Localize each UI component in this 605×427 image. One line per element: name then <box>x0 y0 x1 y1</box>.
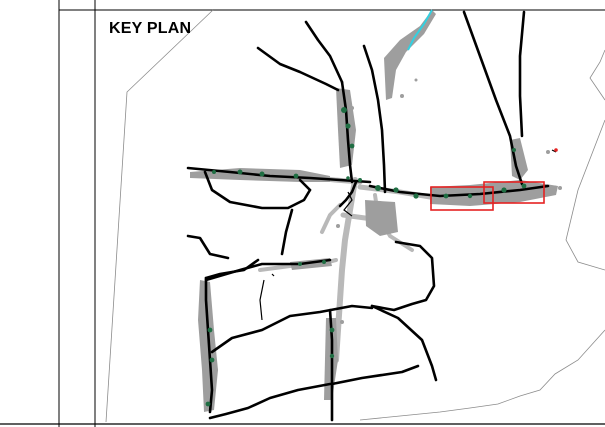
highlight-box-1 <box>430 186 494 211</box>
road-network <box>186 10 550 422</box>
highlight-boxes <box>430 181 545 211</box>
marker-dot <box>554 148 558 152</box>
vegetation <box>205 107 527 407</box>
highlight-box-2 <box>483 181 545 204</box>
watercourse <box>407 9 433 51</box>
survey-points <box>190 10 562 412</box>
key-plan-title: KEY PLAN <box>109 20 192 37</box>
site-boundary <box>105 9 605 423</box>
